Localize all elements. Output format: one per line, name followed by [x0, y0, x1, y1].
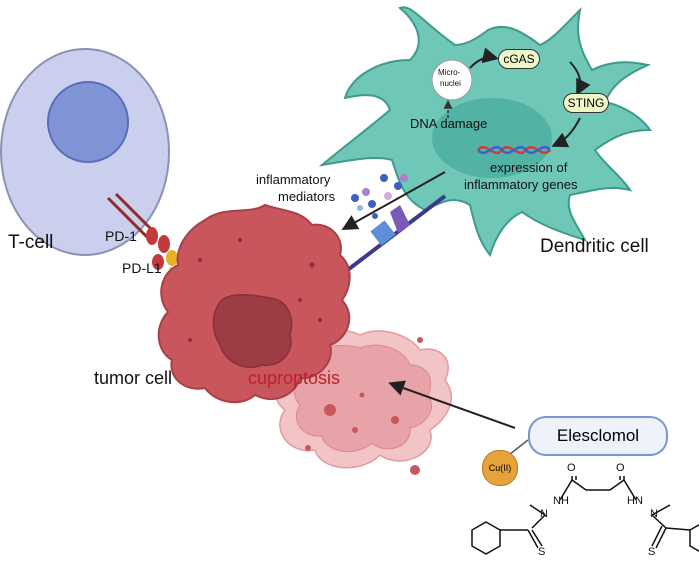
pd1-label: PD-1	[105, 228, 137, 244]
atom-o-left: O	[567, 462, 576, 474]
pdl1-label: PD-L1	[122, 260, 162, 276]
atom-o-right: O	[616, 462, 625, 474]
dendritic-cell	[318, 6, 652, 258]
atom-s-left: S	[538, 546, 546, 558]
dna-damage-label: DNA damage	[410, 116, 488, 131]
elesclomol-label: Elesclomol	[528, 416, 668, 456]
inflammatory-mediators-label-2: mediators	[278, 189, 336, 204]
micronuclei-label-2: nuclei	[440, 79, 461, 88]
dendritic-cell-label: Dendritic cell	[540, 236, 649, 257]
expression-label-1: expression of	[490, 160, 568, 175]
t-cell-nucleus	[47, 81, 129, 163]
atom-n-right: N	[650, 508, 658, 520]
dna-helix-icon	[477, 145, 551, 155]
pd1-receptor	[106, 192, 170, 270]
micronuclei-label-1: Micro-	[438, 68, 461, 77]
elesclomol-arrow	[388, 380, 516, 429]
copper-ion: Cu(II)	[482, 450, 518, 486]
sting-label: STING	[563, 93, 609, 113]
tumor-cell-label: tumor cell	[94, 368, 173, 388]
atom-nh-left: NH	[553, 495, 569, 507]
elesclomol-structure	[471, 476, 699, 555]
atom-hn-right: HN	[627, 495, 643, 507]
tumor-cell	[157, 203, 351, 404]
dendritic-receptor-icon	[343, 194, 447, 274]
dendritic-nucleus	[432, 98, 552, 178]
cuproptosis-label: cuproptosis	[248, 368, 341, 388]
atom-s-right: S	[648, 546, 656, 558]
t-cell	[0, 48, 170, 256]
inflammatory-mediator-dots	[351, 174, 408, 219]
t-cell-label: T-cell	[8, 232, 54, 253]
tumor-nucleus	[212, 294, 293, 368]
atom-n-left: N	[540, 508, 548, 520]
cgas-label: cGAS	[498, 49, 540, 69]
inflammatory-mediators-label-1: inflammatory	[256, 172, 331, 187]
expression-label-2: inflammatory genes	[464, 177, 578, 192]
mediator-arrow	[341, 171, 446, 230]
